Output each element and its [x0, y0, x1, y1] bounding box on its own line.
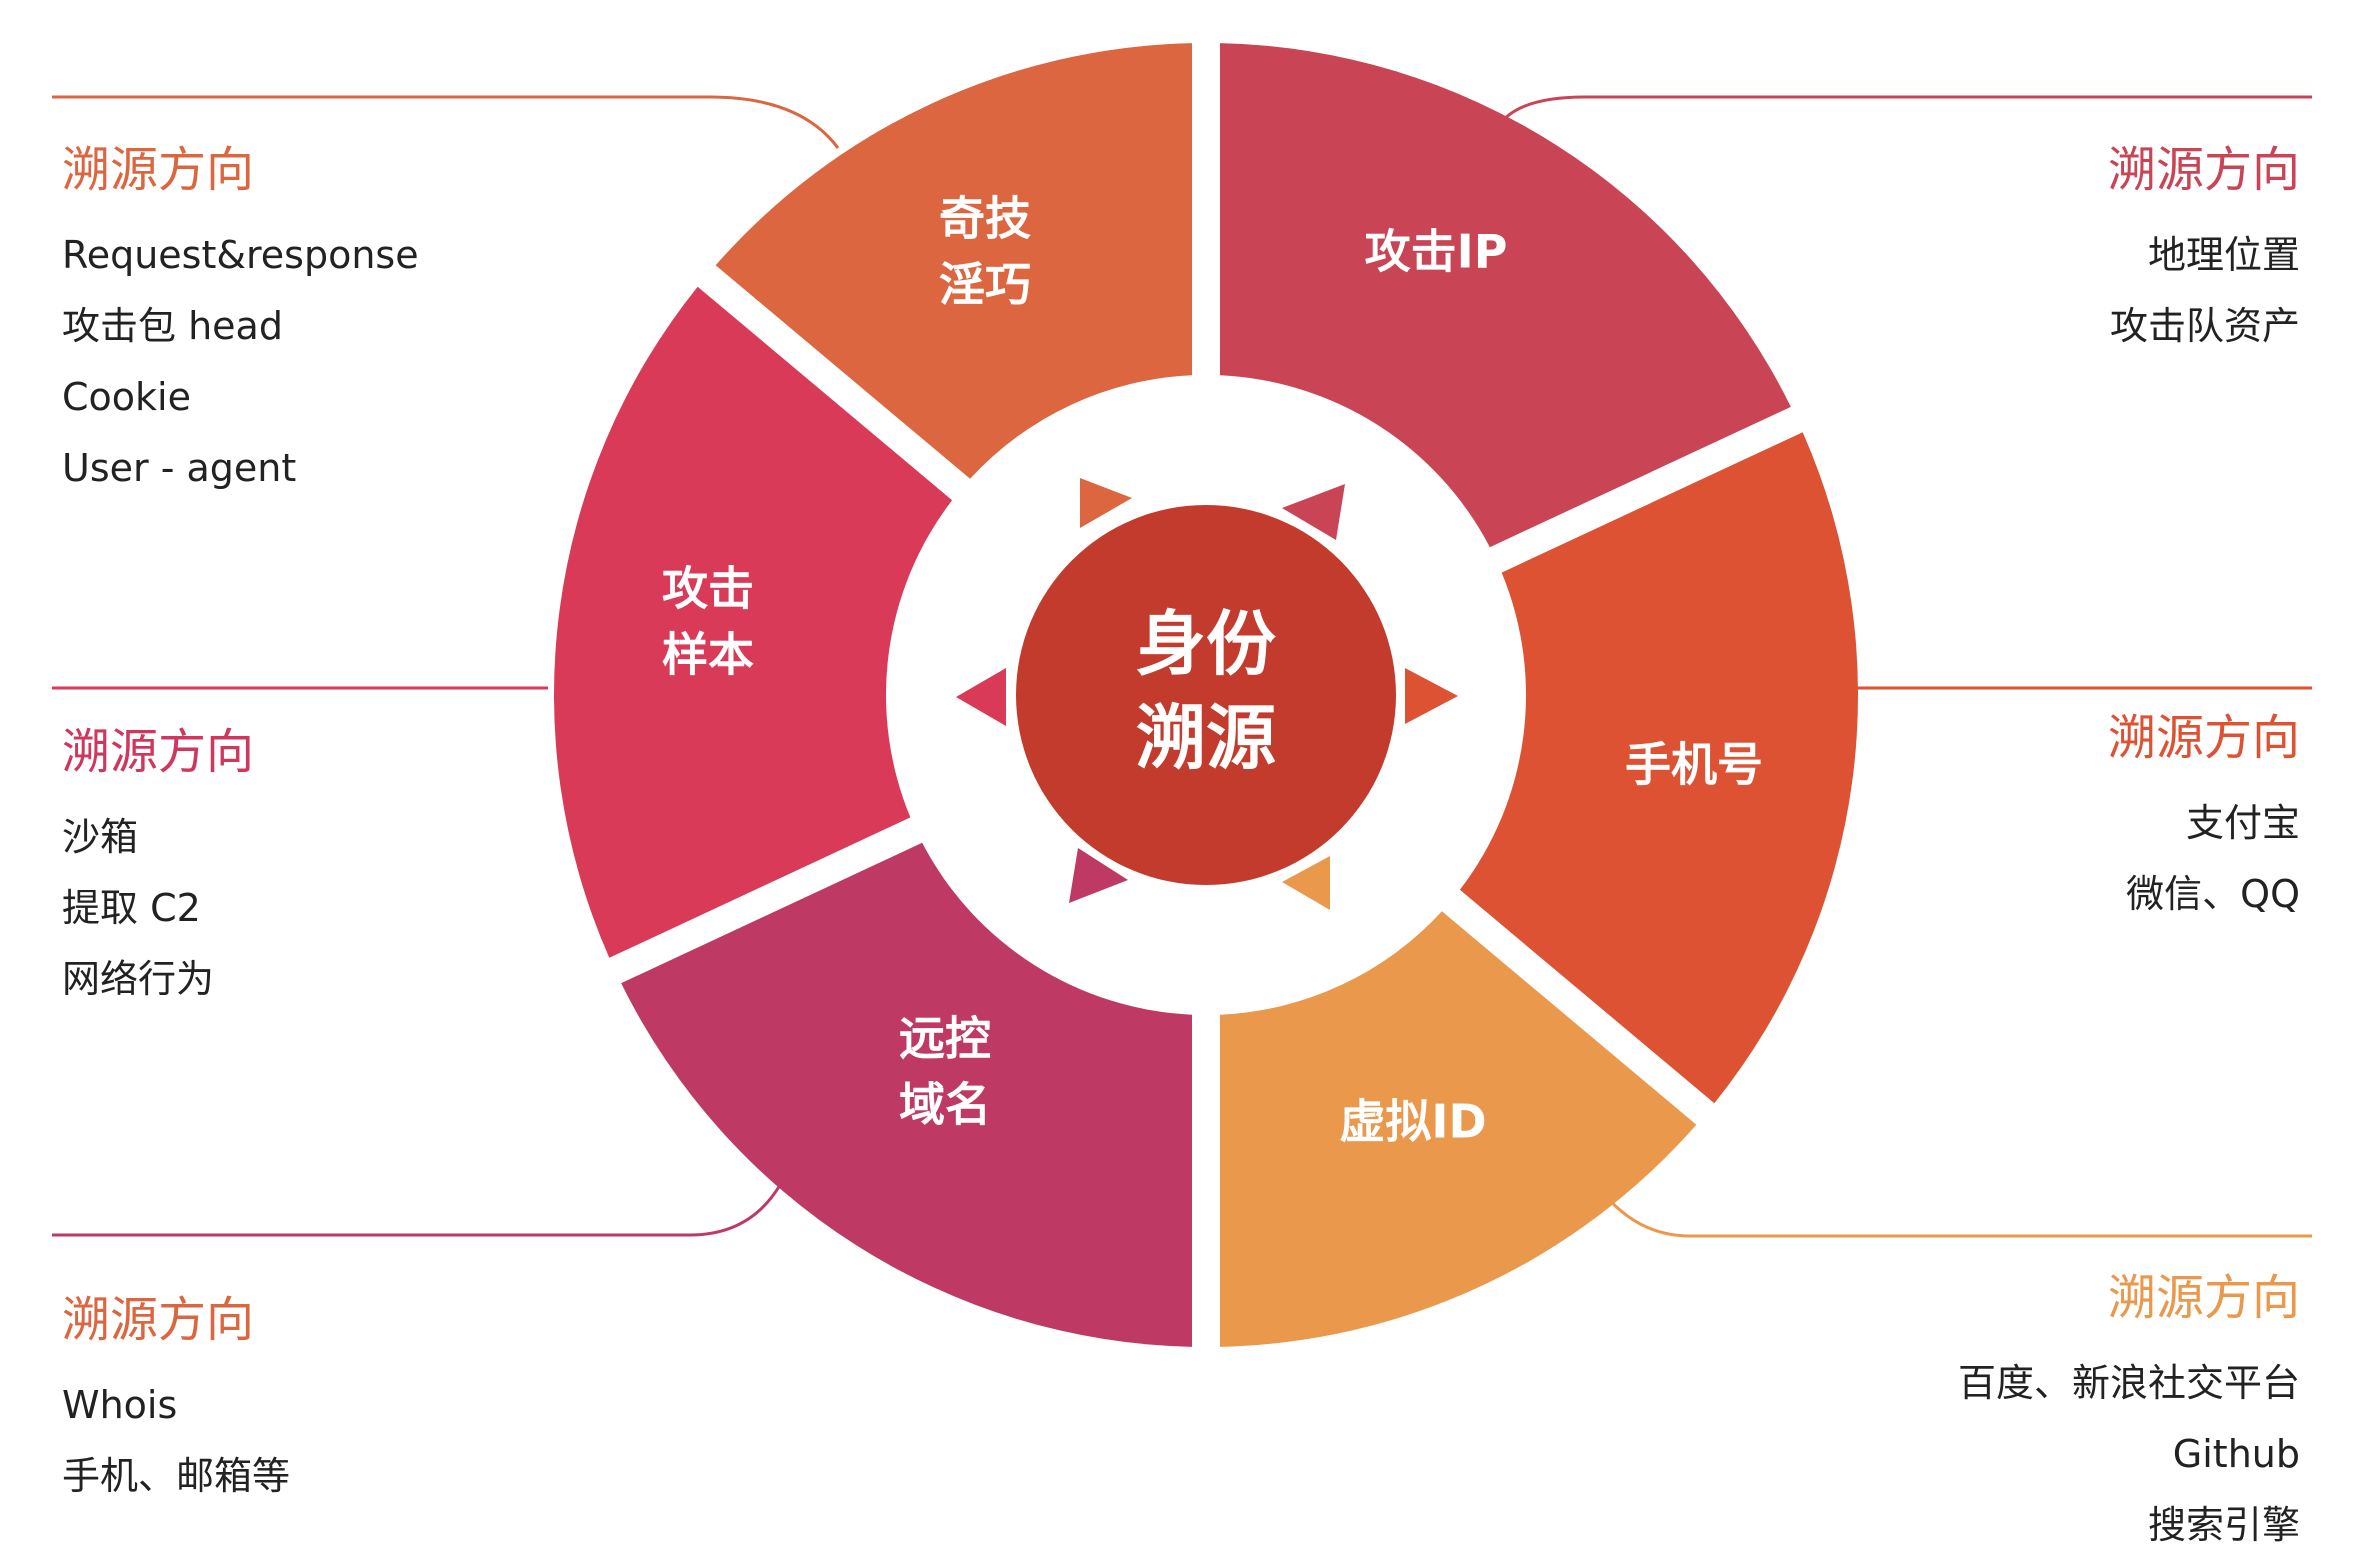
connector-top-left — [52, 95, 840, 149]
panel-title: 溯源方向 — [2107, 710, 2300, 766]
panel-item: 手机、邮箱等 — [62, 1454, 291, 1498]
panel-item: 攻击包 head — [62, 304, 283, 348]
panel-item: 地理位置 — [2147, 233, 2300, 277]
panel-item: Request&response — [62, 233, 419, 277]
panel-item: 支付宝 — [2185, 801, 2300, 845]
ring-segment-attack-sample — [554, 286, 953, 958]
direction-arrow-icon — [1069, 848, 1128, 903]
ring-segment-remote-domain — [621, 842, 1193, 1347]
ring-segments — [554, 43, 1858, 1347]
panel-bottom-right: 溯源方向 百度、新浪社交平台 Github 搜索引擎 — [1958, 1268, 2300, 1561]
segment-label-remote-domain: 远控 — [899, 1012, 991, 1066]
segment-label-attack-ip: 攻击IP — [1365, 225, 1508, 279]
panel-bottom-left: 溯源方向 Whois 手机、邮箱等 — [62, 1290, 290, 1512]
ring-segment-qiji — [715, 43, 1193, 479]
panel-title: 溯源方向 — [62, 1292, 255, 1348]
panel-title: 溯源方向 — [62, 724, 255, 780]
connector-top-right — [1498, 95, 2312, 125]
direction-arrow-icon — [1282, 484, 1345, 540]
panel-item: User - agent — [62, 446, 297, 490]
panel-item: Cookie — [62, 375, 191, 419]
segment-label-attack-sample: 样本 — [662, 628, 754, 682]
direction-arrows — [956, 478, 1458, 910]
segment-label-virtual-id: 虚拟ID — [1339, 1095, 1486, 1149]
panel-item: 攻击队资产 — [2109, 304, 2300, 348]
panel-item: 微信、QQ — [2126, 872, 2300, 916]
center-label-line1: 身份 — [1136, 603, 1276, 685]
panel-mid-left: 溯源方向 沙箱 提取 C2 网络行为 — [62, 722, 254, 1015]
panel-item: 搜索引擎 — [2147, 1503, 2300, 1547]
direction-arrow-icon — [956, 668, 1006, 726]
segment-label-phone: 手机号 — [1625, 738, 1763, 792]
ring-segment-phone — [1459, 432, 1858, 1104]
panel-item: Whois — [62, 1383, 178, 1427]
panel-item: 沙箱 — [62, 815, 139, 859]
segment-label-qiji: 淫巧 — [939, 258, 1031, 312]
center-circle — [1016, 505, 1396, 885]
center-label-line2: 溯源 — [1136, 697, 1276, 779]
panel-top-left: 溯源方向 Request&response 攻击包 head Cookie Us… — [62, 140, 419, 504]
panel-mid-right: 溯源方向 支付宝 微信、QQ — [2108, 708, 2300, 930]
panel-item: Github — [2172, 1432, 2300, 1476]
panel-title: 溯源方向 — [2107, 142, 2300, 198]
connector-bottom-right — [1603, 1194, 2312, 1238]
segment-label-remote-domain: 域名 — [899, 1078, 991, 1132]
direction-arrow-icon — [1080, 478, 1132, 528]
panel-top-right: 溯源方向 地理位置 攻击队资产 — [2108, 140, 2300, 362]
panel-title: 溯源方向 — [2107, 1270, 2300, 1326]
direction-arrow-icon — [1405, 668, 1458, 724]
ring-segment-attack-ip — [1219, 43, 1791, 548]
panel-item: 提取 C2 — [62, 886, 201, 930]
segment-label-qiji: 奇技 — [939, 192, 1031, 246]
panel-item: 百度、新浪社交平台 — [1957, 1361, 2300, 1405]
panel-title: 溯源方向 — [62, 142, 255, 198]
ring-segment-virtual-id — [1219, 911, 1697, 1347]
connector-bottom-left — [52, 1184, 782, 1237]
direction-arrow-icon — [1282, 856, 1330, 910]
panel-item: 网络行为 — [62, 957, 215, 1001]
segment-label-attack-sample: 攻击 — [662, 562, 754, 616]
